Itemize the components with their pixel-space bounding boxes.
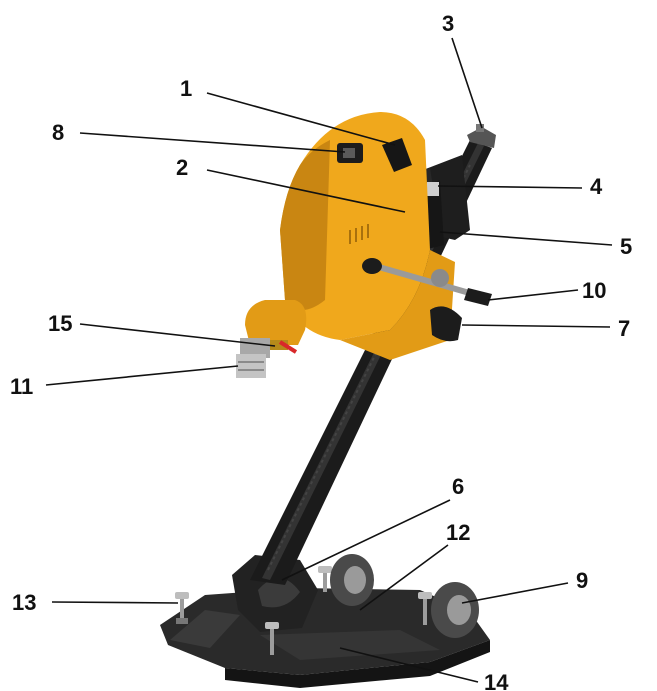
- leader-lines: [45, 37, 613, 683]
- callout-10: 10: [582, 278, 606, 303]
- leader-15: [79, 323, 276, 347]
- overload-indicator: [427, 182, 439, 196]
- callout-9: 9: [576, 568, 588, 593]
- callout-7: 7: [618, 316, 630, 341]
- motor-vent-slots: [349, 224, 369, 244]
- callout-4: 4: [590, 174, 603, 199]
- leader-5: [439, 231, 613, 246]
- callout-11: 11: [10, 374, 33, 399]
- leader-4: [437, 185, 583, 189]
- leader-8: [79, 132, 346, 153]
- carrying-handle[interactable]: [430, 306, 462, 342]
- leader-9: [461, 582, 569, 604]
- wheel-rear: [330, 554, 374, 606]
- leveling-screw-left[interactable]: [175, 592, 189, 624]
- speed-dial[interactable]: [337, 143, 363, 163]
- leader-13: [51, 601, 179, 604]
- callout-2: 2: [176, 155, 188, 180]
- wheel-front: [431, 582, 479, 638]
- callout-8: 8: [52, 120, 64, 145]
- callout-5: 5: [620, 234, 632, 259]
- leader-14: [339, 647, 479, 683]
- leveling-screw-back[interactable]: [318, 566, 332, 592]
- callout-numbers: 1 8 2 3 4 5 10 7 15 11 6 12 9 13 14: [10, 11, 632, 691]
- leader-11: [45, 365, 239, 386]
- callout-3: 3: [442, 11, 454, 36]
- callout-6: 6: [452, 474, 464, 499]
- leveling-screw-right[interactable]: [418, 592, 432, 625]
- leader-6: [281, 499, 451, 581]
- leveling-screw-front[interactable]: [265, 622, 279, 655]
- leader-2: [206, 169, 406, 213]
- callout-13: 13: [12, 590, 36, 615]
- column-top-cap: [467, 124, 496, 148]
- gear-selector-cover[interactable]: [382, 138, 412, 172]
- callout-14: 14: [484, 670, 509, 691]
- water-valve[interactable]: [270, 340, 298, 354]
- callout-12: 12: [446, 520, 470, 545]
- gearbox-neck: [245, 300, 307, 345]
- callout-15: 15: [48, 311, 72, 336]
- leader-3: [451, 37, 483, 129]
- callout-1: 1: [180, 76, 192, 101]
- leader-1: [206, 92, 396, 146]
- leader-10: [487, 289, 579, 301]
- feed-handle[interactable]: [362, 258, 492, 306]
- leader-12: [359, 544, 449, 611]
- leader-7: [461, 324, 611, 328]
